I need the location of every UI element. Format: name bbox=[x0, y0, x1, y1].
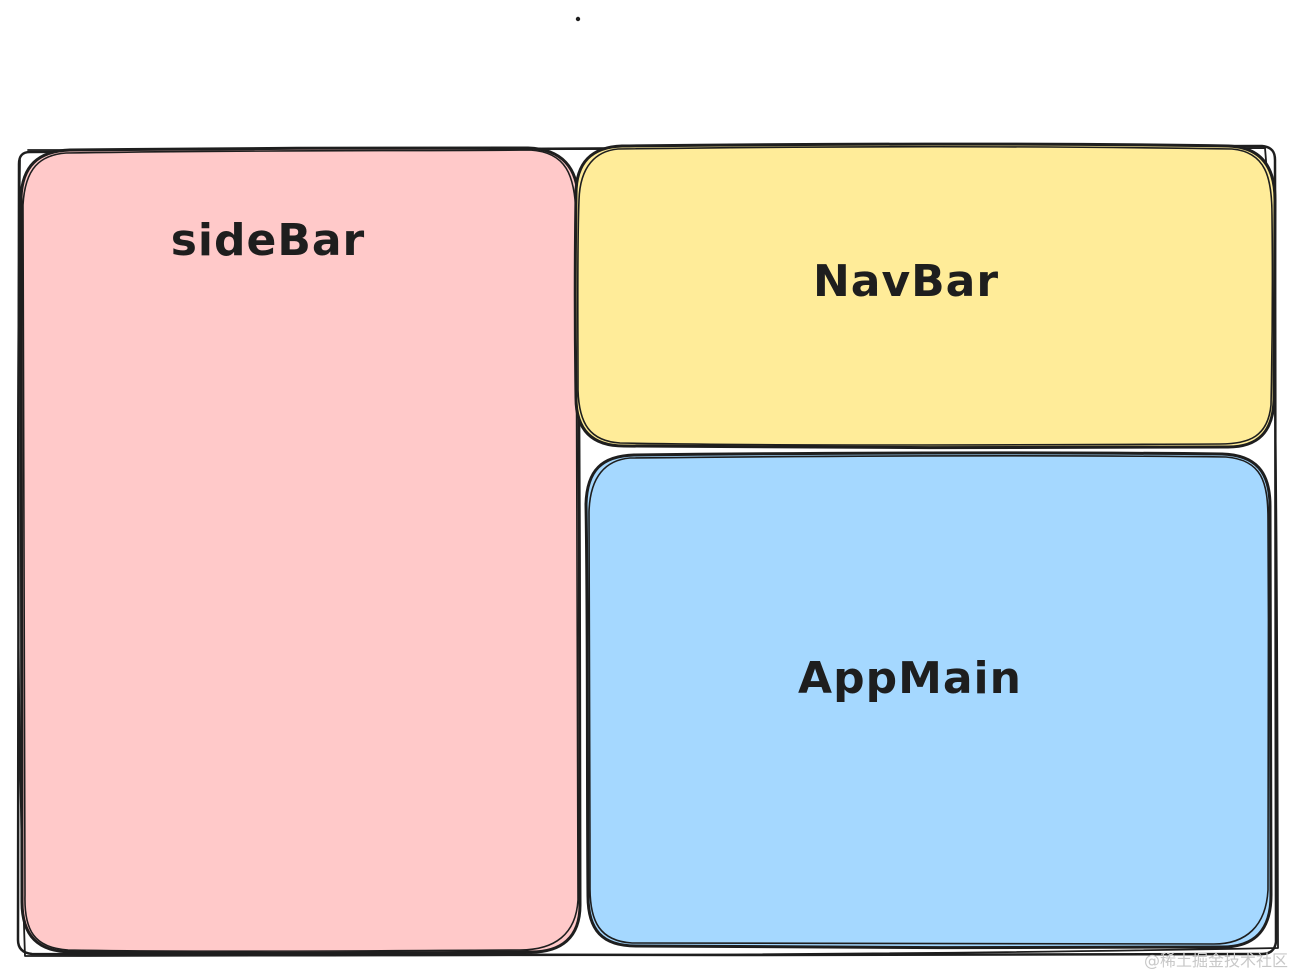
stray-dot bbox=[575, 16, 581, 22]
navbar-label: NavBar bbox=[813, 256, 999, 307]
sidebar-label: sideBar bbox=[171, 215, 366, 266]
navbar-fill bbox=[575, 144, 1275, 448]
appmain-label: AppMain bbox=[798, 653, 1022, 704]
sidebar-fill bbox=[21, 148, 580, 954]
appmain-fill bbox=[586, 452, 1271, 948]
appmain-box[interactable]: AppMain bbox=[584, 451, 1273, 950]
sidebar-box[interactable]: sideBar bbox=[19, 146, 582, 955]
navbar-box[interactable]: NavBar bbox=[573, 142, 1277, 450]
watermark-text: @稀土掘金技术社区 bbox=[1144, 951, 1288, 970]
